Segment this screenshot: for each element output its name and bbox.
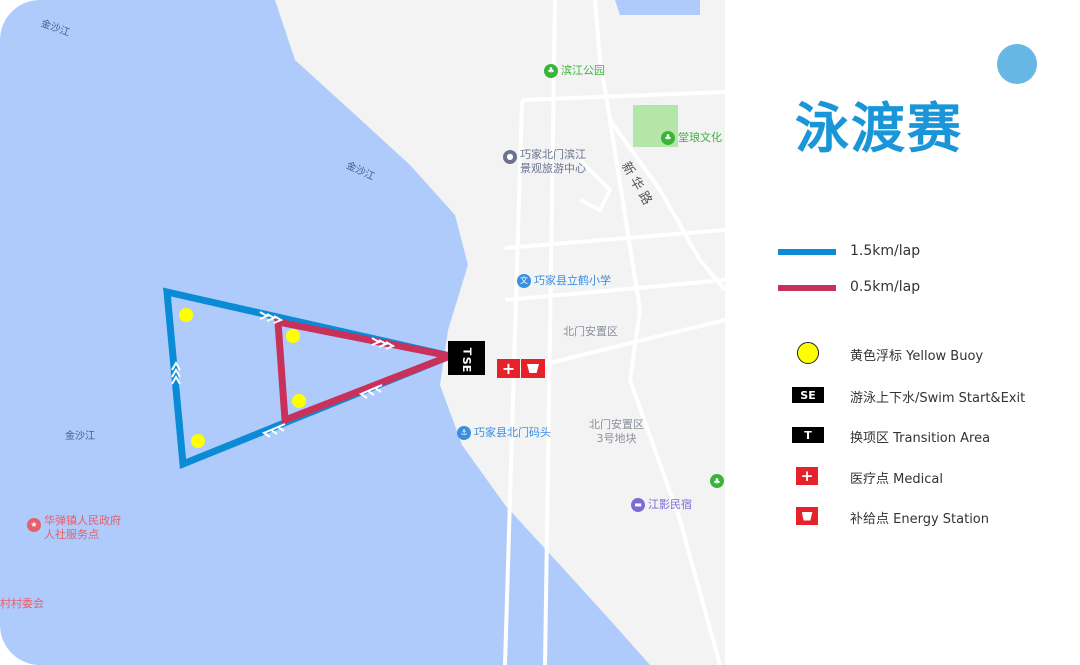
park-icon: ♣ (544, 64, 558, 78)
park-icon: ♣ (661, 131, 675, 145)
legend-item: 换项区 Transition Area (850, 431, 991, 446)
cup-icon (527, 364, 539, 373)
legend-item: 黄色浮标 Yellow Buoy (850, 349, 984, 364)
energy-station-icon (796, 507, 818, 525)
school-icon: 文 (517, 274, 531, 288)
legend-item: 补给点 Energy Station (850, 512, 989, 527)
star-icon: ★ (27, 518, 41, 532)
poi-tourist-center[interactable]: ●巧家北门滨江景观旅游中心 (503, 148, 586, 176)
bed-icon: ▬ (631, 498, 645, 512)
roads (499, 0, 725, 665)
poi-binjiang-park[interactable]: ♣滨江公园 (544, 64, 605, 78)
area-label: 北门安置区 (563, 325, 618, 338)
legend-item: 医疗点 Medical (850, 472, 943, 487)
energy-station-marker[interactable] (521, 359, 545, 378)
buoys (179, 308, 306, 448)
legend-label: 0.5km/lap (850, 279, 921, 295)
water-label: 金沙江 (65, 431, 95, 442)
legend-label: 1.5km/lap (850, 243, 921, 259)
course-map[interactable]: 金沙江 金沙江 金沙江 ♣滨江公园 ♣堂琅文化 ●巧家北门滨江景观旅游中心 文巧… (0, 0, 725, 665)
legend-item: 游泳上下水/Swim Start&Exit (850, 391, 1026, 406)
transition-icon: T (792, 427, 824, 443)
medical-marker[interactable]: + (497, 359, 520, 378)
poi-homestay[interactable]: ▬江影民宿 (631, 498, 692, 512)
poi-gov-office[interactable]: ★华弹镇人民政府人社服务点 (27, 514, 121, 542)
page-title: 泳渡赛 (795, 97, 963, 160)
map-canvas (163, 0, 725, 665)
yellow-buoy (191, 434, 205, 448)
anchor-icon: ⚓ (457, 426, 471, 440)
legend-line-blue (778, 249, 836, 255)
medical-icon: + (796, 467, 818, 485)
swim-start-icon: SE (792, 387, 824, 403)
location-icon: ● (503, 150, 517, 164)
legend-line-red (778, 285, 836, 291)
park-icon: ♣ (710, 474, 724, 488)
direction-arrows (171, 311, 396, 438)
poi-pier[interactable]: ⚓巧家县北门码头 (457, 426, 551, 440)
decorative-circle (997, 44, 1037, 84)
buoy-icon (797, 342, 819, 364)
yellow-buoy (179, 308, 193, 322)
yellow-buoy (286, 329, 300, 343)
top-water (615, 0, 700, 15)
course-blue (163, 287, 462, 470)
yellow-buoy (292, 394, 306, 408)
poi-tanglang[interactable]: ♣堂琅文化 (661, 131, 722, 145)
poi-school[interactable]: 文巧家县立鹤小学 (517, 274, 611, 288)
land (275, 0, 725, 665)
poi-village-committee[interactable]: 村村委会 (0, 597, 44, 610)
course-red (274, 317, 463, 425)
